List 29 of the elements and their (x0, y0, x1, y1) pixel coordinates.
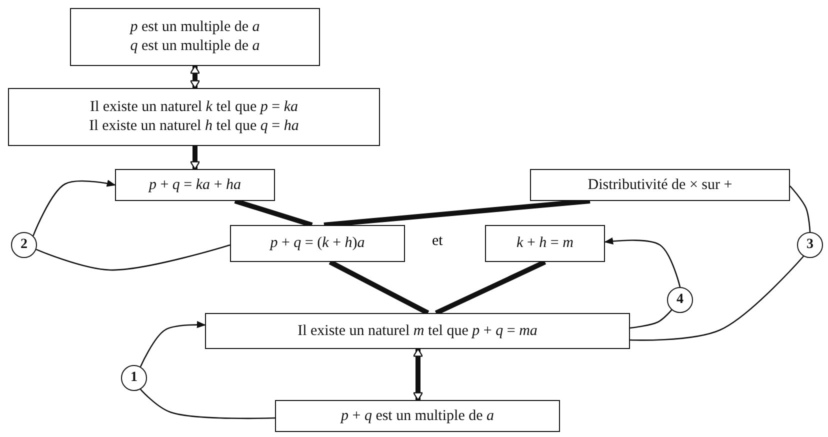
statement-text: Il existe un naturel m tel que p + q = ma (298, 322, 538, 340)
statement-text: Il existe un naturel h tel que q = ha (89, 117, 299, 136)
curved-arrow (604, 237, 681, 288)
statement-box (8, 88, 380, 146)
curved-arrow (32, 180, 116, 236)
statement-box (485, 225, 605, 262)
step-number-circle: 1 (121, 365, 147, 391)
connective-word: et (432, 233, 443, 250)
curved-arrow (140, 321, 206, 368)
double-line-arrow (412, 348, 424, 401)
step-number-circle: 4 (667, 287, 693, 313)
statement-text: p + q = (k + h)a (270, 234, 365, 253)
statement-text: Distributivité de × sur + (588, 176, 732, 194)
statement-box (275, 400, 560, 432)
statement-text: p est un multiple de a (130, 18, 260, 37)
statement-text: p + q est un multiple de a (340, 406, 494, 426)
double-line-arrow (190, 146, 200, 170)
statement-box (205, 313, 630, 349)
statement-text: k + h = m (516, 234, 574, 253)
statement-text: p + q = ka + ha (148, 176, 242, 194)
statement-box (530, 169, 790, 201)
double-line-arrow (190, 65, 200, 89)
statement-text: Il existe un naturel k tel que p = ka (90, 98, 298, 117)
step-number-circle: 2 (11, 232, 37, 258)
statement-text: q est un multiple de a (130, 37, 260, 56)
statement-box (230, 225, 405, 262)
step-number-circle: 3 (797, 232, 823, 258)
statement-box (70, 8, 320, 66)
statement-box (115, 169, 275, 201)
